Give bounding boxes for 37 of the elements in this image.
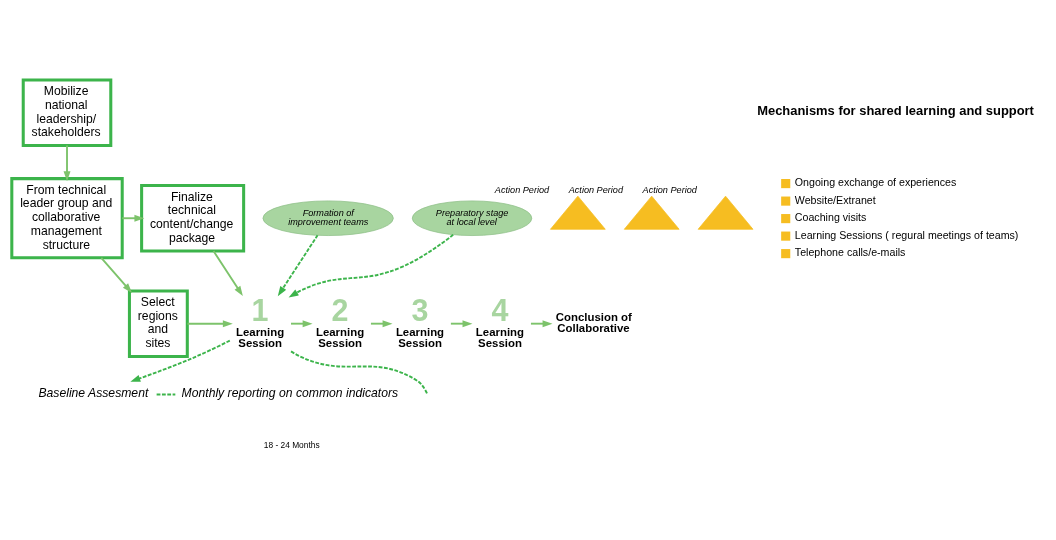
node-label: Action Period [494,184,550,195]
legend-label: Coaching visits [794,211,867,224]
node-text: Baseline Assesment [38,385,149,400]
node-label: Action Period [642,184,697,195]
node-text: 2 Learning Session [315,292,365,350]
legend-label: Website/Extranet [794,193,876,206]
arrow [63,144,71,182]
node-text: 3 Learning Session [395,292,445,350]
arrow [530,320,553,328]
legend-label: Ongoing exchange of experiences [794,176,957,189]
legend-label: Learning Sessions ( regural meetings of teams) [794,228,1019,241]
node-box: Finalize technical content/change package [140,183,246,253]
node-ellipse: Formation of improvement teams [262,200,394,236]
arrow [449,320,473,328]
node-box: Mobilize national leadership/ stakeholders [21,78,113,148]
arrow [121,214,145,222]
arrow [370,320,393,328]
node-text: 1 Learning Session [236,292,285,350]
arrow [186,320,233,328]
label: Mechanisms for shared learning and support [757,103,1034,119]
arrow [288,233,455,298]
node-text: Conclusion of Collaborative [555,310,632,335]
node-box: From technical leader group and collaborative management structure [10,177,124,260]
connector [155,393,177,396]
node-text: Monthly reporting on common indicators [181,385,399,400]
connector [290,350,429,395]
arrow [212,250,243,297]
arrow [130,339,231,382]
legend-label: Telephone calls/e-mails [794,246,906,259]
label: 18 - 24 Months [263,440,320,451]
node-box: Select regions and sites [127,289,189,358]
arrow [100,257,133,293]
node-text: 4 Learning Session [475,292,525,350]
node-ellipse: Preparatory stage at local level [411,200,533,236]
arrow [277,234,319,297]
node-label: Action Period [568,184,624,195]
arrow [290,320,313,328]
